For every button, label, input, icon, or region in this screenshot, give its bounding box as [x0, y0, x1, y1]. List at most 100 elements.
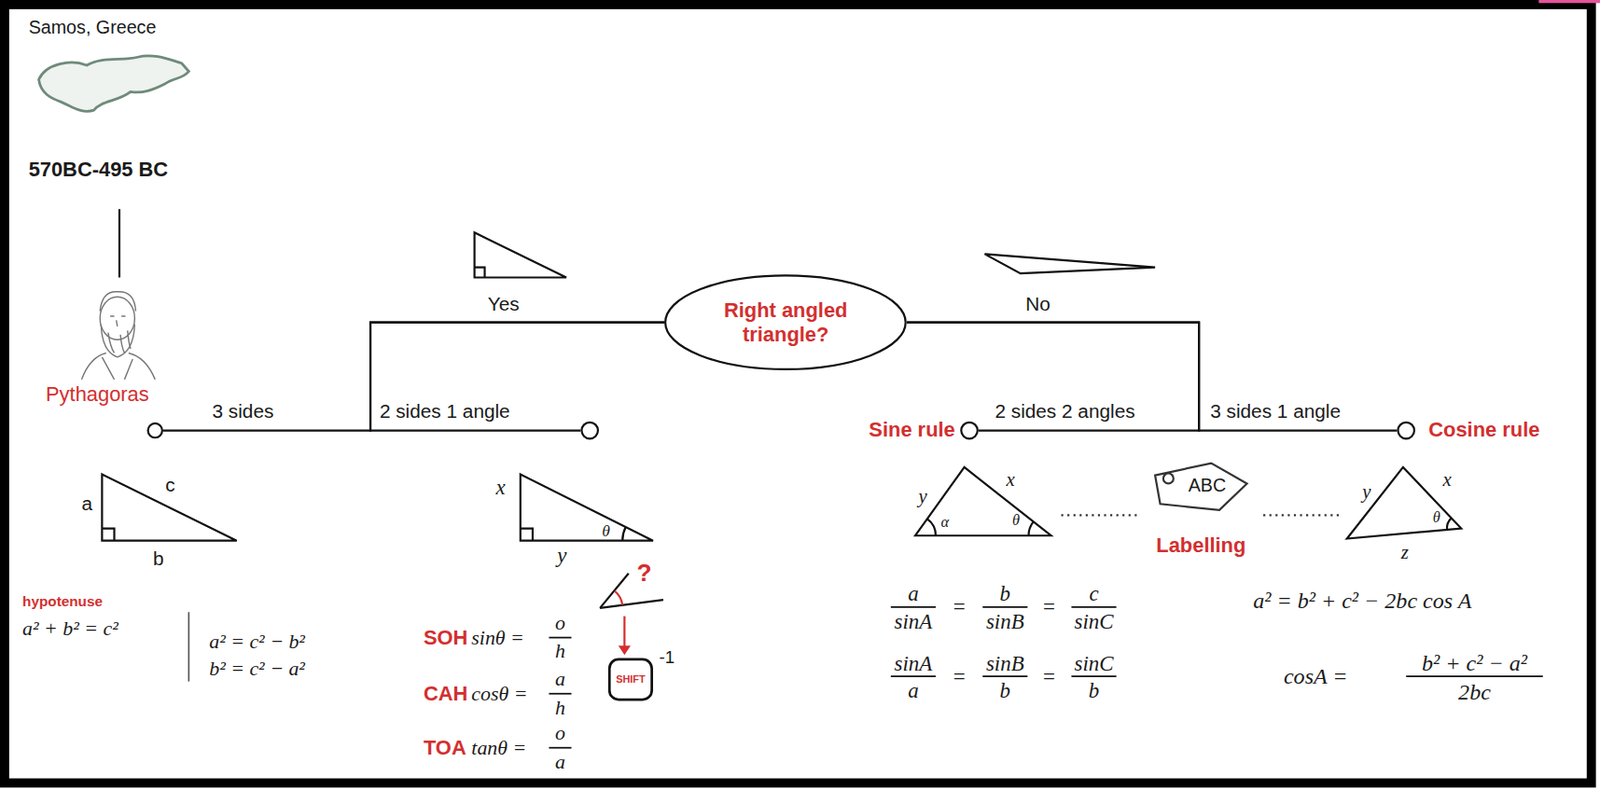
side-label: c: [165, 475, 175, 496]
fraction-bar: [1071, 606, 1116, 609]
question-mark: ?: [637, 561, 653, 586]
side-label: z: [1401, 542, 1409, 563]
numerator: a: [907, 584, 919, 606]
right-angle-mark: [520, 528, 533, 542]
mnemonic: CAH: [423, 683, 468, 705]
cosine-triangle: [1347, 467, 1462, 540]
portrait-hair: [99, 292, 136, 312]
branch-answer: No: [1025, 293, 1051, 314]
dotted-line: [1263, 514, 1343, 516]
mnemonic: SOH: [423, 627, 468, 649]
equals-sign: =: [1043, 666, 1056, 688]
numerator: a: [555, 667, 566, 689]
pythagoras-triangle: [101, 474, 237, 542]
mathematician-name: Pythagoras: [45, 383, 150, 404]
superscript: -1: [659, 649, 676, 668]
fraction-bar: [1405, 675, 1544, 678]
arrow-head: [618, 645, 631, 655]
fraction-bar: [548, 693, 571, 696]
branch-node-outline: [580, 421, 599, 441]
portrait: [82, 292, 156, 380]
question-text: Right angled triangle?: [709, 297, 863, 348]
fraction-bars: [548, 607, 1543, 749]
angle-label: α: [940, 514, 949, 530]
branch-connector: [906, 322, 1199, 432]
angle-label: θ: [1012, 513, 1020, 529]
right-angle-mark: [101, 528, 114, 542]
label-tag: ABCLabelling: [1152, 460, 1251, 513]
numerator: sinB: [986, 653, 1025, 675]
arrow-shaft: [623, 616, 626, 648]
right-angle-mark: [474, 267, 486, 279]
tag-hole: [1163, 473, 1174, 485]
timeline-line: [118, 208, 121, 278]
side-label: y: [918, 486, 927, 507]
fraction-bar: [548, 637, 571, 640]
denominator: h: [555, 640, 566, 662]
side-label: y: [556, 544, 567, 567]
date-range: 570BC-495 BC: [28, 159, 169, 181]
side-label: x: [1443, 469, 1452, 489]
angle-arc: [1029, 521, 1034, 536]
branch-connector: [163, 322, 665, 432]
denominator: a: [907, 681, 919, 703]
portrait-head: [99, 296, 135, 340]
branch-label: 2 sides 1 angle: [379, 402, 511, 422]
branch-label: 3 sides 1 angle: [1210, 402, 1341, 422]
portrait-robe: [82, 352, 156, 379]
rule-name: Sine rule: [868, 419, 955, 441]
calculator-key: SHIFT: [608, 657, 654, 701]
denominator: b: [1088, 681, 1100, 703]
formula: a² = c² − b²: [208, 630, 306, 652]
trig-triangle: [520, 474, 654, 542]
angle-arc: [614, 591, 623, 606]
fraction-bar: [890, 606, 936, 609]
branch-connector: [370, 322, 665, 432]
equals-sign: =: [953, 666, 966, 688]
fraction-bar: [548, 747, 571, 750]
cosine-triangle: [1347, 467, 1462, 540]
branch-node: Cosine rule: [1396, 421, 1416, 441]
fraction-bar: [982, 606, 1028, 609]
key-outline: [609, 659, 652, 700]
numerator: b: [1000, 584, 1011, 606]
denominator: 2bc: [1458, 681, 1491, 705]
branch-node-outline: [1396, 421, 1416, 441]
equals-sign: =: [1043, 597, 1056, 619]
trig-triangle: [520, 474, 654, 542]
dotted-line: [1061, 514, 1139, 516]
branch-label: 3 sides: [212, 402, 275, 422]
place-name: Samos, Greece: [28, 18, 157, 38]
angle-label: θ: [601, 523, 611, 541]
circle-outline: [581, 422, 599, 440]
separator-line: [188, 612, 191, 682]
angle-icon: [599, 573, 664, 648]
fraction-bar: [1071, 675, 1116, 678]
mnemonic: TOA: [423, 737, 467, 759]
angle-ray: [599, 599, 664, 609]
oblique-triangle-icon: [984, 253, 1155, 274]
branch-node: Sine rule: [960, 421, 979, 441]
ellipse-outline: [665, 275, 906, 370]
denominator: sinA: [893, 611, 933, 633]
rule-name: Cosine rule: [1428, 419, 1540, 441]
branch-label: 2 sides 2 angles: [994, 402, 1135, 422]
corner-strip: [1538, 0, 1600, 3]
tag-caption: Labelling: [1155, 534, 1246, 556]
formula: cosθ =: [471, 683, 528, 705]
key-text: SHIFT: [615, 673, 646, 686]
formula: sinθ =: [471, 627, 525, 649]
portrait-face: [110, 316, 126, 327]
numerator: sinA: [893, 653, 933, 675]
side-label: x: [1005, 469, 1015, 489]
formula: a² = b² + c² − 2bc cos A: [1252, 589, 1472, 613]
angle-arc: [622, 527, 627, 542]
angle-arc: [1446, 517, 1452, 529]
side-label: y: [1362, 481, 1371, 501]
angle-ray: [599, 573, 629, 609]
fraction-bar: [890, 675, 936, 678]
island-map: [39, 55, 190, 112]
numerator: o: [555, 722, 566, 743]
denominator: sinB: [986, 611, 1025, 633]
decision-ellipse-outline: [664, 274, 907, 371]
